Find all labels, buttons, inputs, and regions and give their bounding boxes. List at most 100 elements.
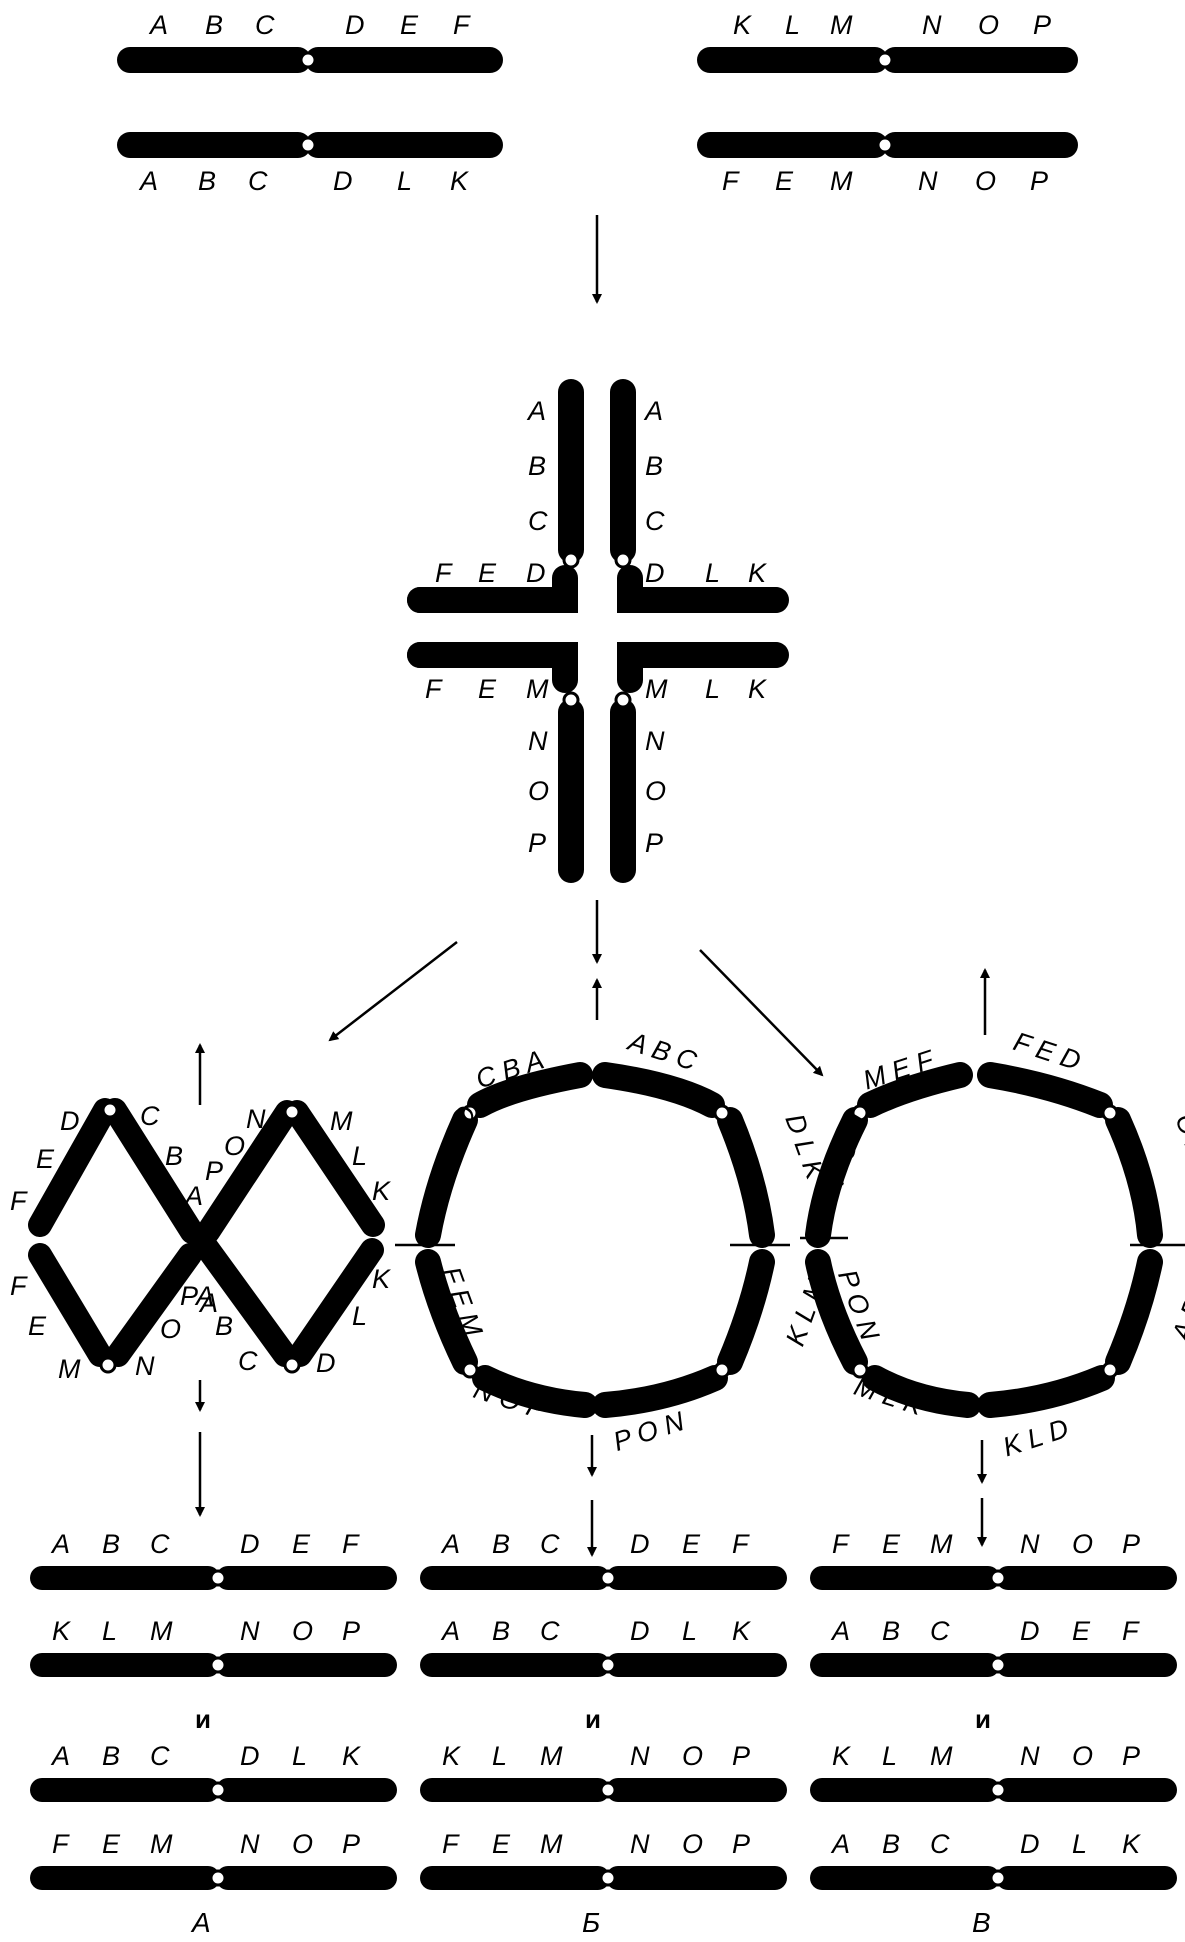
gene-label: F	[442, 1829, 460, 1859]
gene-label: A	[830, 1829, 850, 1859]
gene-label: N	[240, 1616, 260, 1646]
gene-label: F	[52, 1829, 70, 1859]
gene-label: M	[930, 1741, 953, 1771]
gene-label: K	[372, 1264, 391, 1294]
arm-label: K L D	[999, 1413, 1072, 1462]
gene-label: F	[342, 1529, 360, 1559]
gene-label: P	[1030, 166, 1048, 196]
gene-label: N	[922, 10, 942, 40]
gene-label: P	[528, 828, 546, 858]
gene-label: D	[60, 1106, 80, 1136]
gene-label: C	[255, 10, 275, 40]
gene-label: D	[645, 558, 665, 588]
gene-label: N	[630, 1829, 650, 1859]
gene-label: L	[705, 674, 720, 704]
gene-label: E	[775, 166, 794, 196]
gene-label: A	[526, 396, 546, 426]
gene-label: A	[183, 1181, 203, 1211]
pachytene-cross: A B C A B C F E D D L K F E M M L K N O …	[420, 392, 776, 870]
meiotic-products: ABCDEFKLMNOPABCDLKFEMNOPиАABCDEFABCDLKKL…	[42, 1529, 1165, 1937]
gene-label: M	[150, 1829, 173, 1859]
gene-label: O	[160, 1314, 181, 1344]
gene-label: O	[975, 166, 996, 196]
gene-label: N	[630, 1741, 650, 1771]
gene-label: O	[682, 1741, 703, 1771]
centromere	[211, 1783, 225, 1797]
gene-label: P	[732, 1741, 750, 1771]
gene-label: M	[150, 1616, 173, 1646]
gene-label: O	[682, 1829, 703, 1859]
gene-label: O	[978, 10, 999, 40]
gene-label: K	[450, 166, 469, 196]
gene-label: K	[1122, 1829, 1141, 1859]
centromere	[601, 1571, 615, 1585]
top-right-pair: K L M N O P F E M N O P	[710, 10, 1065, 196]
product-chromosome: KLMNOP	[42, 1616, 385, 1672]
gene-label: O	[645, 776, 666, 806]
gene-label: K	[748, 674, 767, 704]
gene-label: N	[645, 726, 665, 756]
centromere	[991, 1571, 1005, 1585]
gene-label: C	[150, 1741, 170, 1771]
gene-label: F	[722, 166, 740, 196]
gene-label: F	[1122, 1616, 1140, 1646]
arrow-to-ring-c	[700, 950, 822, 1075]
gene-label: L	[882, 1741, 897, 1771]
gene-label: B	[102, 1741, 120, 1771]
gene-label: K	[342, 1741, 361, 1771]
gene-label: O	[224, 1131, 245, 1161]
gene-label: N	[1020, 1529, 1040, 1559]
gene-label: D	[333, 166, 353, 196]
arm-label: A B C	[1166, 1269, 1185, 1347]
gene-label: C	[238, 1346, 258, 1376]
gene-label: O	[528, 776, 549, 806]
gene-label: P	[342, 1829, 360, 1859]
gene-label: D	[1020, 1829, 1040, 1859]
gene-label: M	[645, 674, 668, 704]
gene-label: K	[733, 10, 752, 40]
gene-label: C	[528, 506, 548, 536]
gene-label: E	[102, 1829, 121, 1859]
gene-label: C	[930, 1829, 950, 1859]
gene-label: M	[930, 1529, 953, 1559]
gene-label: B	[492, 1529, 510, 1559]
gene-label: B	[205, 10, 223, 40]
centromere	[211, 1571, 225, 1585]
gene-label: N	[246, 1104, 266, 1134]
gene-label: E	[682, 1529, 701, 1559]
gene-label: K	[442, 1741, 461, 1771]
conjunction-label: и	[585, 1704, 601, 1734]
top-left-pair: A B C D E F A B C D L K	[130, 10, 490, 196]
arrow-to-figure8	[330, 942, 457, 1040]
gene-label: C	[540, 1616, 560, 1646]
product-chromosome: KLMNOP	[822, 1741, 1165, 1797]
panel-caption: В	[972, 1907, 991, 1937]
gene-label: O	[292, 1829, 313, 1859]
gene-label: E	[1072, 1616, 1091, 1646]
gene-label: L	[682, 1616, 697, 1646]
gene-label: M	[58, 1354, 81, 1384]
gene-label: C	[140, 1101, 160, 1131]
gene-label: N	[1020, 1741, 1040, 1771]
gene-label: B	[528, 451, 546, 481]
gene-label: F	[10, 1271, 28, 1301]
gene-label: F	[425, 674, 443, 704]
centromere	[991, 1658, 1005, 1672]
ring-quadrivalent-middle: C B A A B C F E D D L K F E M K L M N O …	[395, 1026, 832, 1457]
gene-label: C	[150, 1529, 170, 1559]
gene-label: C	[645, 506, 665, 536]
centromere	[991, 1783, 1005, 1797]
gene-label: K	[748, 558, 767, 588]
gene-label: E	[400, 10, 419, 40]
chromosome-klm-nop: K L M N O P	[710, 10, 1065, 67]
gene-label: A	[198, 1288, 218, 1318]
gene-label: B	[882, 1829, 900, 1859]
gene-label: A	[830, 1616, 850, 1646]
gene-label: L	[102, 1616, 117, 1646]
conjunction-label: и	[975, 1704, 991, 1734]
panel-caption: Б	[582, 1907, 600, 1937]
gene-label: K	[732, 1616, 751, 1646]
